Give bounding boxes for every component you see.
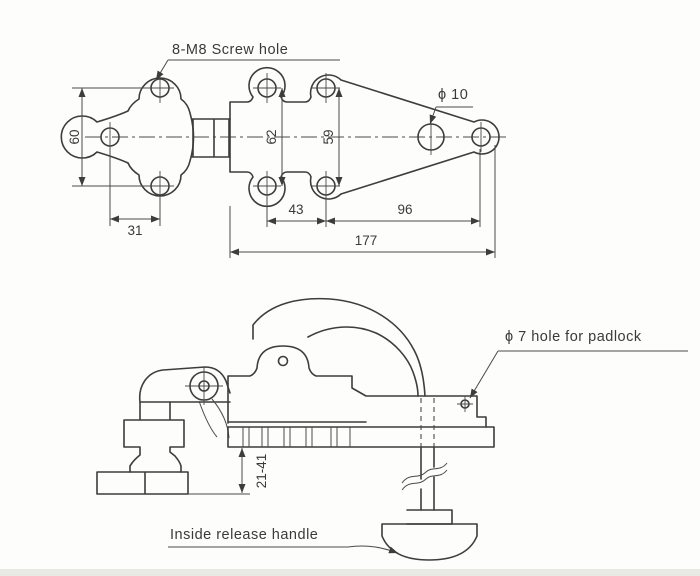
handle-arc-outer	[252, 297, 426, 397]
latch-tongue	[191, 118, 231, 158]
dia10-label: ϕ 10	[438, 87, 468, 103]
latch-body-side	[227, 297, 495, 448]
side-view: 21-41 ϕ 7 hole for padlock Inside releas…	[96, 297, 688, 561]
body-outline	[227, 345, 487, 428]
top-view: 60 31 62 59 43 96	[60, 42, 508, 258]
padlock-label: ϕ 7 hole for padlock	[505, 329, 642, 345]
dimension-plate-hole-offset: 31	[109, 148, 161, 238]
callout-leader	[469, 350, 499, 399]
base-plate	[227, 426, 495, 448]
body-hole-top-left	[253, 73, 281, 103]
roller-catch	[185, 367, 223, 405]
extension-lines	[109, 148, 161, 226]
callout-leader	[155, 59, 169, 81]
break-symbol	[401, 462, 448, 491]
plate-hole-top	[146, 73, 174, 103]
dim-21-41-text: 21-41	[254, 454, 269, 489]
screw-hole-callout: 8-M8 Screw hole	[155, 42, 340, 81]
release-handle-knob	[381, 523, 478, 561]
rod-hidden	[420, 398, 435, 447]
latch-body-outline	[229, 66, 500, 208]
rod-cap	[406, 509, 453, 525]
pedestal-base	[96, 471, 189, 495]
dimension-adjust-range: 21-41	[188, 448, 269, 495]
pedestal-column	[123, 401, 185, 473]
dim-62-text: 62	[264, 129, 279, 144]
rod	[420, 446, 435, 511]
plate-hole-left	[100, 122, 120, 152]
dimension-plate-height: 60	[67, 87, 146, 187]
dimension-total-length: 177	[229, 145, 496, 258]
inside-release-label: Inside release handle	[170, 527, 318, 543]
dim-96-text: 96	[397, 202, 412, 217]
dim-59-text: 59	[321, 129, 336, 144]
keeper-plate	[60, 73, 231, 201]
screw-hole-label: 8-M8 Screw hole	[172, 42, 288, 58]
latch-body-plan	[229, 66, 500, 208]
dimension-hole-pitch: 43	[266, 197, 327, 227]
dim-31-text: 31	[127, 223, 142, 238]
strike-pedestal	[96, 366, 231, 495]
dim-60-text: 60	[67, 129, 82, 144]
dimension-body-holes-right: 59	[321, 88, 343, 186]
dimension-arm-length: 96	[326, 149, 481, 227]
body-hole-top-right	[312, 73, 340, 103]
pivot-hole	[277, 355, 289, 367]
dim-43-text: 43	[288, 202, 303, 217]
dimension-body-holes-left: 62	[264, 88, 286, 186]
end-hole	[471, 122, 491, 152]
handle-arc-inner	[307, 326, 419, 397]
inside-release-callout: Inside release handle	[168, 527, 399, 554]
release-rod-assembly	[381, 398, 478, 561]
dim-177-text: 177	[355, 233, 378, 248]
padlock-callout: ϕ 7 hole for padlock	[469, 329, 688, 399]
hook-detail	[198, 398, 230, 439]
pedestal-arm	[138, 366, 231, 403]
serration-ribs	[242, 427, 351, 447]
plate-hole-bottom	[146, 171, 174, 201]
body-hole-bottom-right	[312, 171, 340, 201]
callout-leader	[429, 106, 437, 125]
callout-leader	[347, 545, 399, 554]
dia10-callout: ϕ 10	[429, 87, 473, 125]
padlock-hole	[457, 396, 473, 412]
scan-artifact-band	[0, 569, 700, 576]
keeper-plate-outline	[60, 77, 195, 197]
dia10-hole	[417, 119, 445, 155]
body-hole-bottom-left	[253, 171, 281, 201]
